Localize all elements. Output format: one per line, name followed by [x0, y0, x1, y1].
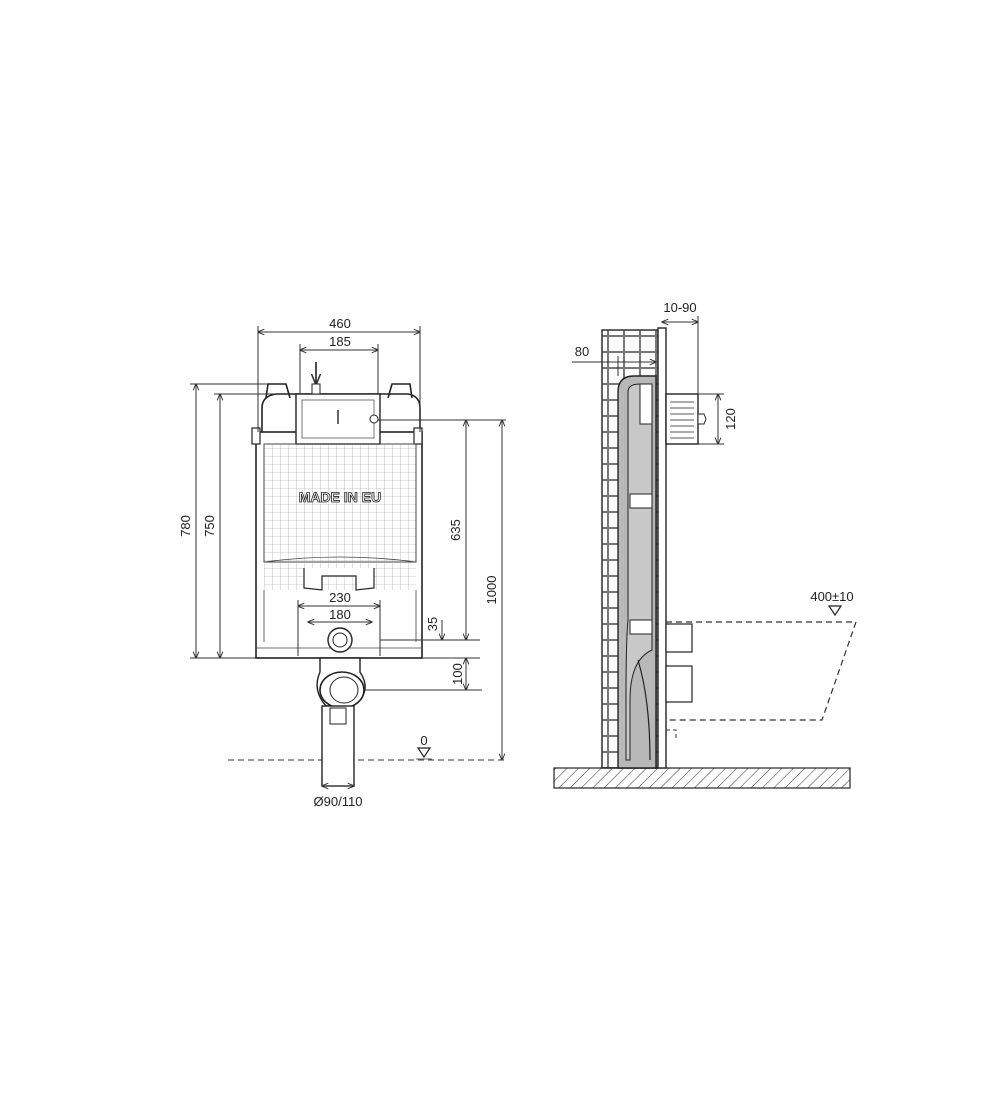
floor-level-label: 0 — [420, 733, 427, 748]
outlet-housing — [303, 568, 375, 591]
dim-drain-diameter-label: Ø90/110 — [314, 794, 363, 809]
bowl-bracket — [666, 729, 677, 740]
made-in-eu-stamp: MADE IN EU — [299, 489, 381, 505]
dim-180-label: 180 — [329, 607, 351, 622]
side-bracket-lower — [629, 619, 653, 635]
dim-120-label: 120 — [723, 408, 738, 430]
dim-bowl-height-label: 400±10 — [810, 589, 853, 604]
drain-curve — [637, 659, 651, 761]
valve-screw — [369, 414, 379, 424]
tank-grid — [263, 443, 417, 563]
dim-10-90-label: 10-90 — [663, 300, 696, 315]
floor-level-triangle — [416, 747, 432, 759]
outlet-fitting — [327, 627, 353, 653]
left-bracket — [251, 427, 261, 445]
flush-button-knob — [697, 413, 707, 425]
dim-780-label: 780 — [178, 515, 193, 537]
outlet-fitting-inner — [332, 632, 348, 648]
flush-button-ribs — [670, 401, 694, 439]
dim-185-label: 185 — [329, 334, 351, 349]
drain-pipe-clip — [329, 707, 347, 725]
drain-elbow-mouth-inner — [329, 676, 359, 704]
dim-80-label: 80 — [575, 344, 589, 359]
cistern-top-tube — [639, 383, 653, 425]
side-view: 10-90 80 120 400±10 — [553, 300, 857, 789]
cistern-inner — [625, 383, 653, 761]
left-ear — [265, 383, 291, 399]
right-ear — [387, 383, 413, 399]
side-bracket-upper — [629, 493, 653, 509]
dim-750-label: 750 — [202, 515, 217, 537]
drain-pipe — [321, 705, 355, 787]
dim-100-label: 100 — [450, 663, 465, 685]
dim-230-label: 230 — [329, 590, 351, 605]
right-bracket — [413, 427, 423, 445]
front-panel — [657, 327, 667, 769]
inlet-connector — [311, 383, 321, 395]
floor-slab — [553, 767, 851, 789]
flush-button-box — [665, 393, 699, 445]
wall-hung-bowl — [666, 621, 857, 721]
front-view: MADE IN EU 460 185 780 — [178, 316, 506, 809]
dim-35-label: 35 — [425, 617, 440, 631]
bowl-height-triangle — [827, 605, 843, 617]
dim-1000-label: 1000 — [484, 576, 499, 605]
dim-460-label: 460 — [329, 316, 351, 331]
tank-bottom-curve — [263, 556, 417, 563]
water-outlet-stub — [665, 623, 693, 653]
dim-635-label: 635 — [448, 519, 463, 541]
drain-outlet-stub — [665, 665, 693, 703]
